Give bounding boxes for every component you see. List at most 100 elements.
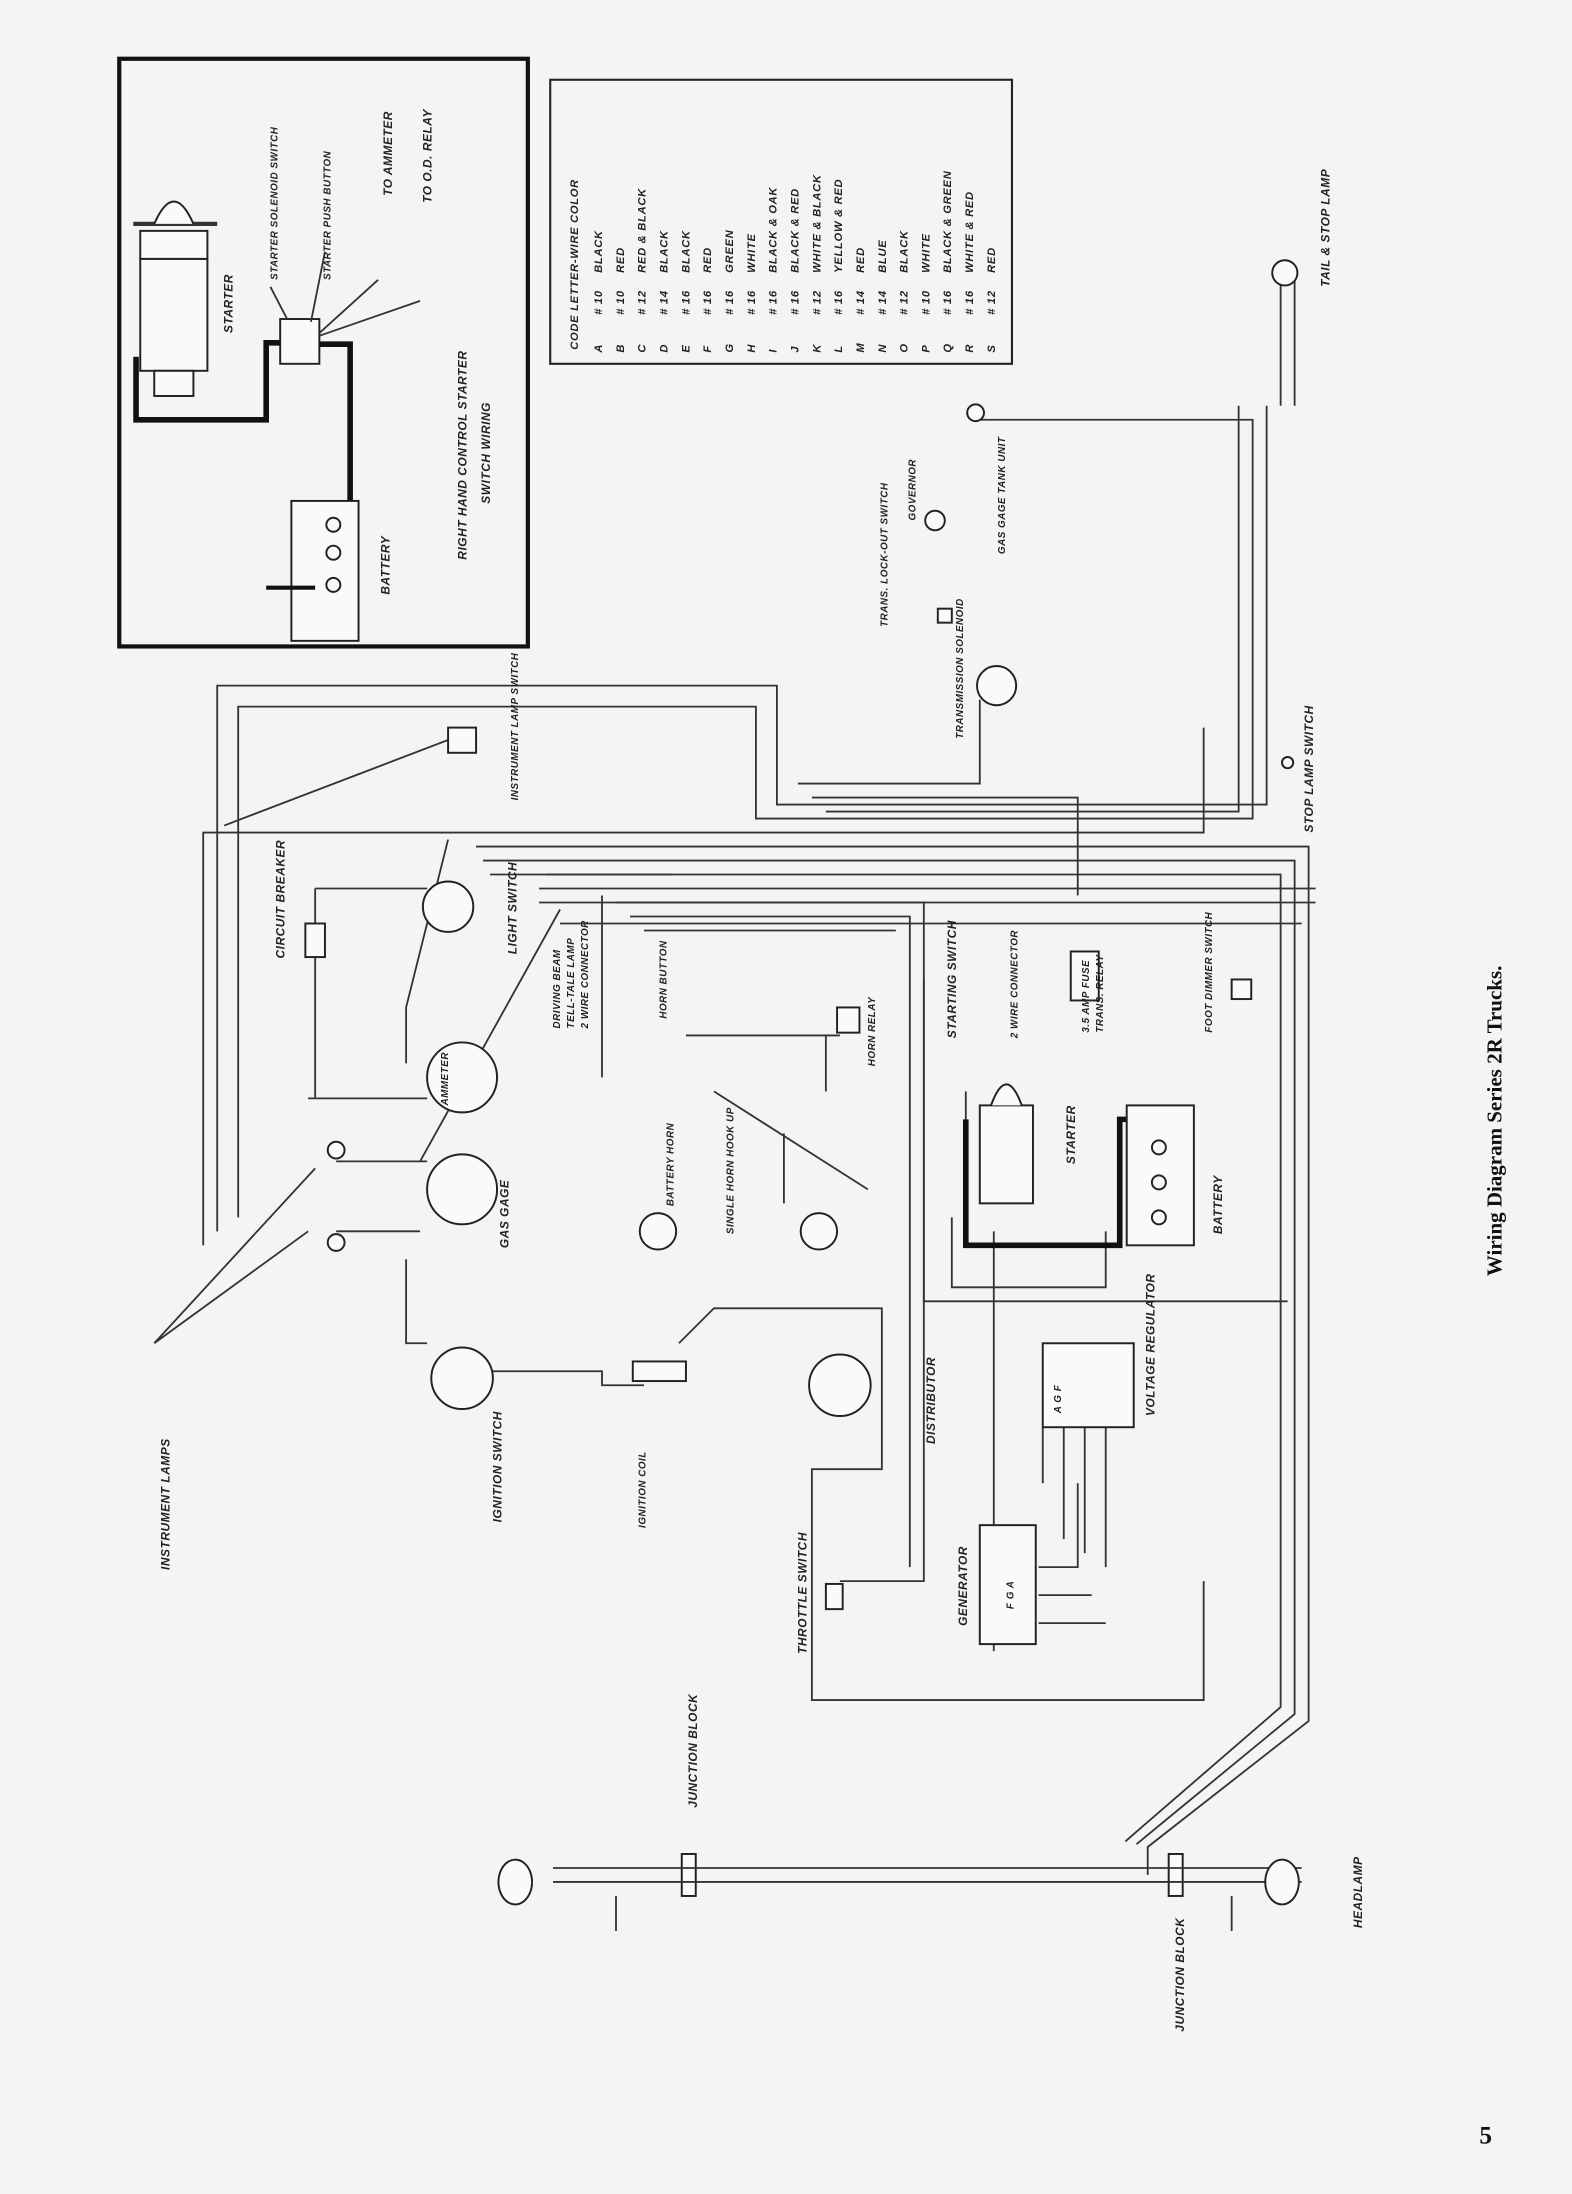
gas-gage-tank-unit-symbol xyxy=(966,403,985,423)
code-row-color: WHITE xyxy=(746,233,758,273)
single-horn-label: SINGLE HORN HOOK UP xyxy=(726,1107,737,1234)
code-row-color: BLACK xyxy=(899,230,911,273)
code-row-letter: L xyxy=(833,345,845,353)
trans-relay-label: TRANS. RELAY xyxy=(1095,953,1106,1032)
generator-symbol xyxy=(978,1524,1037,1646)
code-row-letter: M xyxy=(855,343,867,353)
distributor-label: DISTRIBUTOR xyxy=(924,1357,938,1444)
inset-solenoid-label: STARTER SOLENOID SWITCH xyxy=(269,126,280,280)
ignition-switch-label: IGNITION SWITCH xyxy=(490,1411,504,1522)
code-row-color: RED & BLACK xyxy=(637,188,649,273)
voltage-regulator-symbol xyxy=(1041,1342,1135,1429)
headlamp-right-symbol xyxy=(1264,1858,1300,1906)
diagram-caption: Wiring Diagram Series 2R Trucks. xyxy=(1483,966,1507,1276)
ignition-switch-symbol xyxy=(430,1346,494,1411)
code-row-gauge: # 10 xyxy=(615,290,627,315)
horn-relay-symbol xyxy=(836,1006,861,1034)
code-row-color: BLACK xyxy=(658,230,670,273)
code-row-color: RED xyxy=(986,247,998,273)
inset-push-button-label: STARTER PUSH BUTTON xyxy=(323,150,334,279)
code-row-color: BLUE xyxy=(877,240,889,273)
code-row-color: BLACK xyxy=(593,230,605,273)
code-row-letter: D xyxy=(658,344,670,353)
code-row-gauge: # 10 xyxy=(593,290,605,315)
code-row-gauge: # 12 xyxy=(637,290,649,315)
ignition-coil-symbol xyxy=(631,1360,687,1383)
two-wire-connector-b-label: 2 WIRE CONNECTOR xyxy=(1010,930,1021,1039)
light-switch-label: LIGHT SWITCH xyxy=(506,862,520,954)
code-row-letter: J xyxy=(789,346,801,353)
code-row-letter: N xyxy=(877,344,889,353)
code-table-header: CODE LETTER-WIRE COLOR xyxy=(569,179,581,350)
code-row-gauge: # 16 xyxy=(680,290,692,315)
voltage-regulator-label: VOLTAGE REGULATOR xyxy=(1144,1273,1158,1416)
code-row-color: BLACK & GREEN xyxy=(942,170,954,273)
tell-tale-label: TELL-TALE LAMP xyxy=(566,938,577,1029)
code-row-letter: G xyxy=(724,343,736,352)
horn-button-label: HORN BUTTON xyxy=(658,940,669,1019)
trans-lockout-switch-symbol xyxy=(936,607,953,624)
page-number: 5 xyxy=(1479,2123,1492,2150)
code-row-letter: R xyxy=(964,344,976,353)
code-row-gauge: # 10 xyxy=(920,290,932,315)
tail-stop-lamp-label: TAIL & STOP LAMP xyxy=(1319,169,1333,287)
gas-gage-tank-label: GAS GAGE TANK UNIT xyxy=(997,436,1008,554)
circuit-breaker-label: CIRCUIT BREAKER xyxy=(273,840,287,959)
code-row-gauge: # 14 xyxy=(877,290,889,315)
headlamp-left-symbol xyxy=(497,1858,534,1906)
battery-label: BATTERY xyxy=(1211,1175,1225,1234)
instrument-lamp-switch-symbol xyxy=(447,726,478,754)
tail-stop-lamp-symbol xyxy=(1271,259,1299,287)
code-row-gauge: # 16 xyxy=(789,290,801,315)
generator-label: GENERATOR xyxy=(956,1546,970,1626)
code-row-letter: E xyxy=(680,344,692,352)
code-row-color: RED xyxy=(855,247,867,273)
code-row-letter: P xyxy=(920,344,932,352)
code-row-gauge: # 16 xyxy=(768,290,780,315)
light-switch-symbol xyxy=(421,880,475,933)
fuse-relay-symbol xyxy=(1069,950,1100,1002)
inset-starter-label: STARTER xyxy=(222,274,236,333)
starter-nose-symbol xyxy=(990,1083,1023,1106)
code-row-gauge: # 16 xyxy=(724,290,736,315)
regulator-terminals: A G F xyxy=(1053,1384,1064,1414)
code-row-color: WHITE & BLACK xyxy=(811,174,823,273)
battery-horn-label: BATTERY HORN xyxy=(665,1122,676,1206)
code-row-color: BLACK xyxy=(680,230,692,273)
code-row-color: RED xyxy=(615,247,627,273)
code-row-color: YELLOW & RED xyxy=(833,179,845,273)
stop-lamp-switch-label: STOP LAMP SWITCH xyxy=(1302,705,1316,832)
wiring-harness xyxy=(153,265,1316,1875)
code-row-letter: O xyxy=(899,343,911,352)
inset-to-od-relay-label: TO O.D. RELAY xyxy=(420,108,434,202)
single-horn-symbol xyxy=(799,1212,839,1251)
foot-dimmer-label: FOOT DIMMER SWITCH xyxy=(1204,911,1215,1032)
trans-lockout-label: TRANS. LOCK-OUT SWITCH xyxy=(879,482,890,627)
transmission-solenoid-symbol xyxy=(976,665,1018,707)
gas-gage-label: GAS GAGE xyxy=(497,1179,511,1248)
headlamp-label: HEADLAMP xyxy=(1351,1856,1365,1928)
code-row-letter: I xyxy=(768,349,780,353)
instrument-lamp-2 xyxy=(326,1233,346,1252)
code-row-gauge: # 16 xyxy=(942,290,954,315)
governor-symbol xyxy=(924,509,946,532)
junction-block-right-label: JUNCTION BLOCK xyxy=(1173,1917,1187,2032)
fuse-label: 3.5 AMP FUSE xyxy=(1081,960,1092,1033)
inset-battery-label: BATTERY xyxy=(378,535,392,594)
inset-starter-switch-wiring: STARTER STARTER SOLENOID SWITCH STARTER … xyxy=(117,56,530,649)
distributor-symbol xyxy=(808,1353,872,1418)
ammeter-symbol xyxy=(426,1041,499,1114)
code-row-gauge: # 16 xyxy=(833,290,845,315)
junction-block-left-symbol xyxy=(680,1853,697,1897)
junction-block-right-symbol xyxy=(1167,1853,1184,1897)
code-row-color: WHITE xyxy=(920,233,932,273)
instrument-lamp-switch-label: INSTRUMENT LAMP SWITCH xyxy=(510,652,521,800)
foot-dimmer-switch-symbol xyxy=(1230,978,1253,1001)
code-row-color: RED xyxy=(702,247,714,273)
code-row-letter: A xyxy=(593,344,605,354)
inset-title-line2: SWITCH WIRING xyxy=(479,402,493,504)
code-row-gauge: # 12 xyxy=(811,290,823,315)
governor-label: GOVERNOR xyxy=(907,459,918,521)
